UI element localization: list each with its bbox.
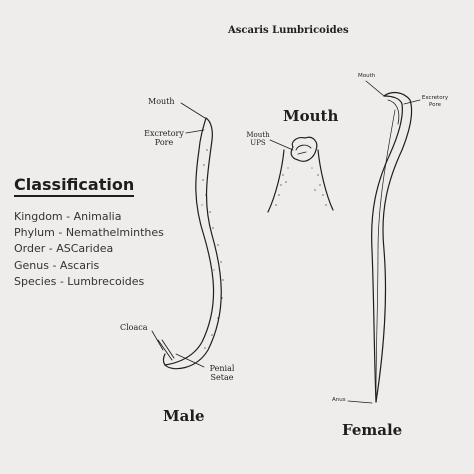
male-cloaca-label: Cloaca (120, 323, 148, 332)
male-penial-setae-label: Penial Setae (205, 364, 239, 382)
male-penial-label-line2: Setae (210, 373, 234, 382)
mouth-ups-label-line2: UPS (250, 139, 266, 147)
male-penial-label-line1: Penial (209, 364, 235, 373)
male-excretory-label-line2: Pore (154, 138, 174, 147)
female-anus-label: Anus (332, 397, 346, 403)
female-excretory-label-line2: Pore (428, 102, 441, 108)
male-worm-stipple (199, 141, 224, 349)
female-excretory-label-line1: Excretory (421, 95, 449, 101)
classification-phylum: Phylum - Nemathelminthes (14, 226, 164, 240)
classification-list: Kingdom - Animalia Phylum - Nemathelmint… (14, 209, 164, 290)
female-excretory-label: Excretory Pore (419, 95, 451, 109)
female-worm-illustration (347, 80, 421, 404)
classification-heading: Classification (14, 175, 135, 197)
female-mouth-label: Mouth (358, 73, 376, 79)
mouth-detail-illustration (267, 136, 334, 213)
male-worm-illustration (151, 102, 222, 370)
classification-kingdom: Kingdom - Animalia (14, 210, 122, 223)
classification-order: Order - ASCaridea (14, 242, 114, 256)
classification-species: Species - Lumbrecoides (14, 274, 145, 288)
classification-genus: Genus - Ascaris (14, 258, 100, 272)
male-caption: Male (163, 407, 205, 425)
mouth-detail-stipple (275, 167, 327, 206)
mouth-ups-label-line1: Mouth (246, 131, 270, 139)
diagram-title: Ascaris Lumbricoides (228, 25, 349, 36)
mouth-ups-label: Mouth UPS (243, 131, 273, 147)
mouth-detail-caption: Mouth (283, 107, 339, 125)
male-excretory-label-line1: Excretory (144, 129, 184, 138)
female-caption: Female (342, 421, 403, 439)
male-excretory-label: Excretory Pore (140, 129, 188, 147)
male-mouth-label: Mouth (148, 97, 175, 106)
